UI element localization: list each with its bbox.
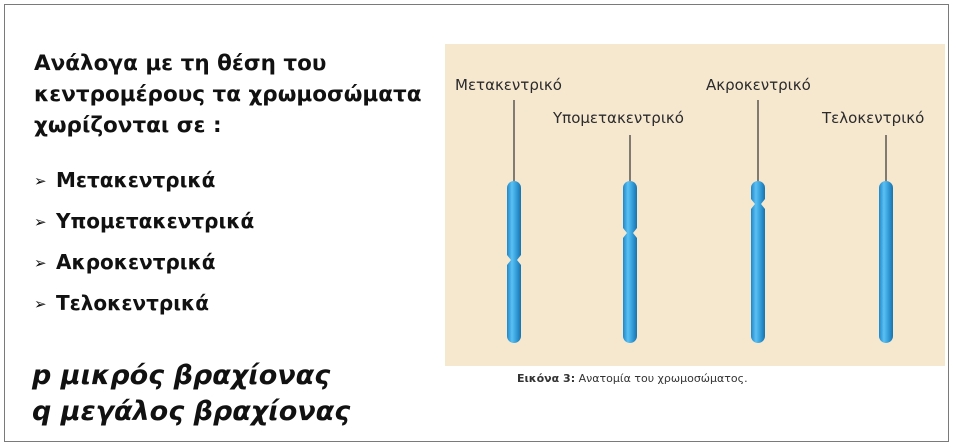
arrow-bullet-icon: ➢ (34, 295, 47, 313)
intro-line: κεντρομέρους τα χρωμοσώματα (34, 82, 422, 107)
intro-line: Ανάλογα με τη θέση του (34, 51, 327, 76)
metacentric-chromosome (507, 100, 521, 343)
telocentric-chromosome (879, 135, 893, 343)
list-item-metacentric: ➢ Μετακεντρικά (34, 160, 254, 201)
chromosome-arm-p (751, 181, 765, 206)
label-telocentric: Τελοκεντρικό (822, 109, 925, 127)
centromere-notch (633, 228, 637, 238)
list-item-label: Ακροκεντρικά (56, 250, 216, 274)
list-item-label: Υπομετακεντρικά (56, 209, 255, 233)
acrocentric-chromosome (751, 100, 765, 343)
centromere-notch (517, 255, 521, 265)
intro-text: Ανάλογα με τη θέση του κεντρομέρους τα χ… (34, 48, 454, 141)
chromosome-arm-p (507, 181, 521, 262)
list-item-label: Τελοκεντρικά (56, 291, 209, 315)
chromosome-arm-q (507, 257, 521, 343)
label-acrocentric: Ακροκεντρικό (706, 76, 811, 94)
figure-caption: Εικόνα 3: Ανατομία του χρωμοσώματος. (517, 372, 748, 385)
chromosome-diagram-svg (507, 100, 893, 343)
arm-note-p: p μικρός βραχίονας (32, 360, 331, 391)
chromosome-type-list: ➢ Μετακεντρικά ➢ Υπομετακεντρικά ➢ Ακροκεντ… (34, 160, 254, 324)
chromosome-arm-q (751, 201, 765, 343)
intro-line: χωρίζονται σε : (34, 113, 222, 138)
arm-notes: p μικρός βραχίονας q μεγάλος βραχίονας (32, 358, 350, 430)
arrow-bullet-icon: ➢ (34, 213, 47, 231)
list-item-telocentric: ➢ Τελοκεντρικά (34, 283, 254, 324)
chromosome-diagram: Μετακεντρικό Υπομετακεντρικό Ακροκεντρικ… (445, 44, 945, 366)
list-item-submetacentric: ➢ Υπομετακεντρικά (34, 201, 254, 242)
centromere-notch (623, 228, 627, 238)
submetacentric-chromosome (623, 135, 637, 343)
caption-prefix: Εικόνα 3: (517, 372, 576, 385)
chromosome-arm-q (879, 181, 893, 343)
label-submetacentric: Υπομετακεντρικό (553, 109, 684, 127)
arrow-bullet-icon: ➢ (34, 254, 47, 272)
centromere-notch (751, 199, 755, 209)
centromere-notch (761, 199, 765, 209)
label-metacentric: Μετακεντρικό (455, 76, 562, 94)
chromosome-arm-q (623, 230, 637, 343)
arrow-bullet-icon: ➢ (34, 172, 47, 190)
centromere-notch (507, 255, 511, 265)
arm-note-q: q μεγάλος βραχίονας (32, 396, 351, 427)
list-item-acrocentric: ➢ Ακροκεντρικά (34, 242, 254, 283)
list-item-label: Μετακεντρικά (56, 168, 216, 192)
caption-text: Ανατομία του χρωμοσώματος. (575, 372, 748, 385)
chromosome-arm-p (623, 181, 637, 235)
